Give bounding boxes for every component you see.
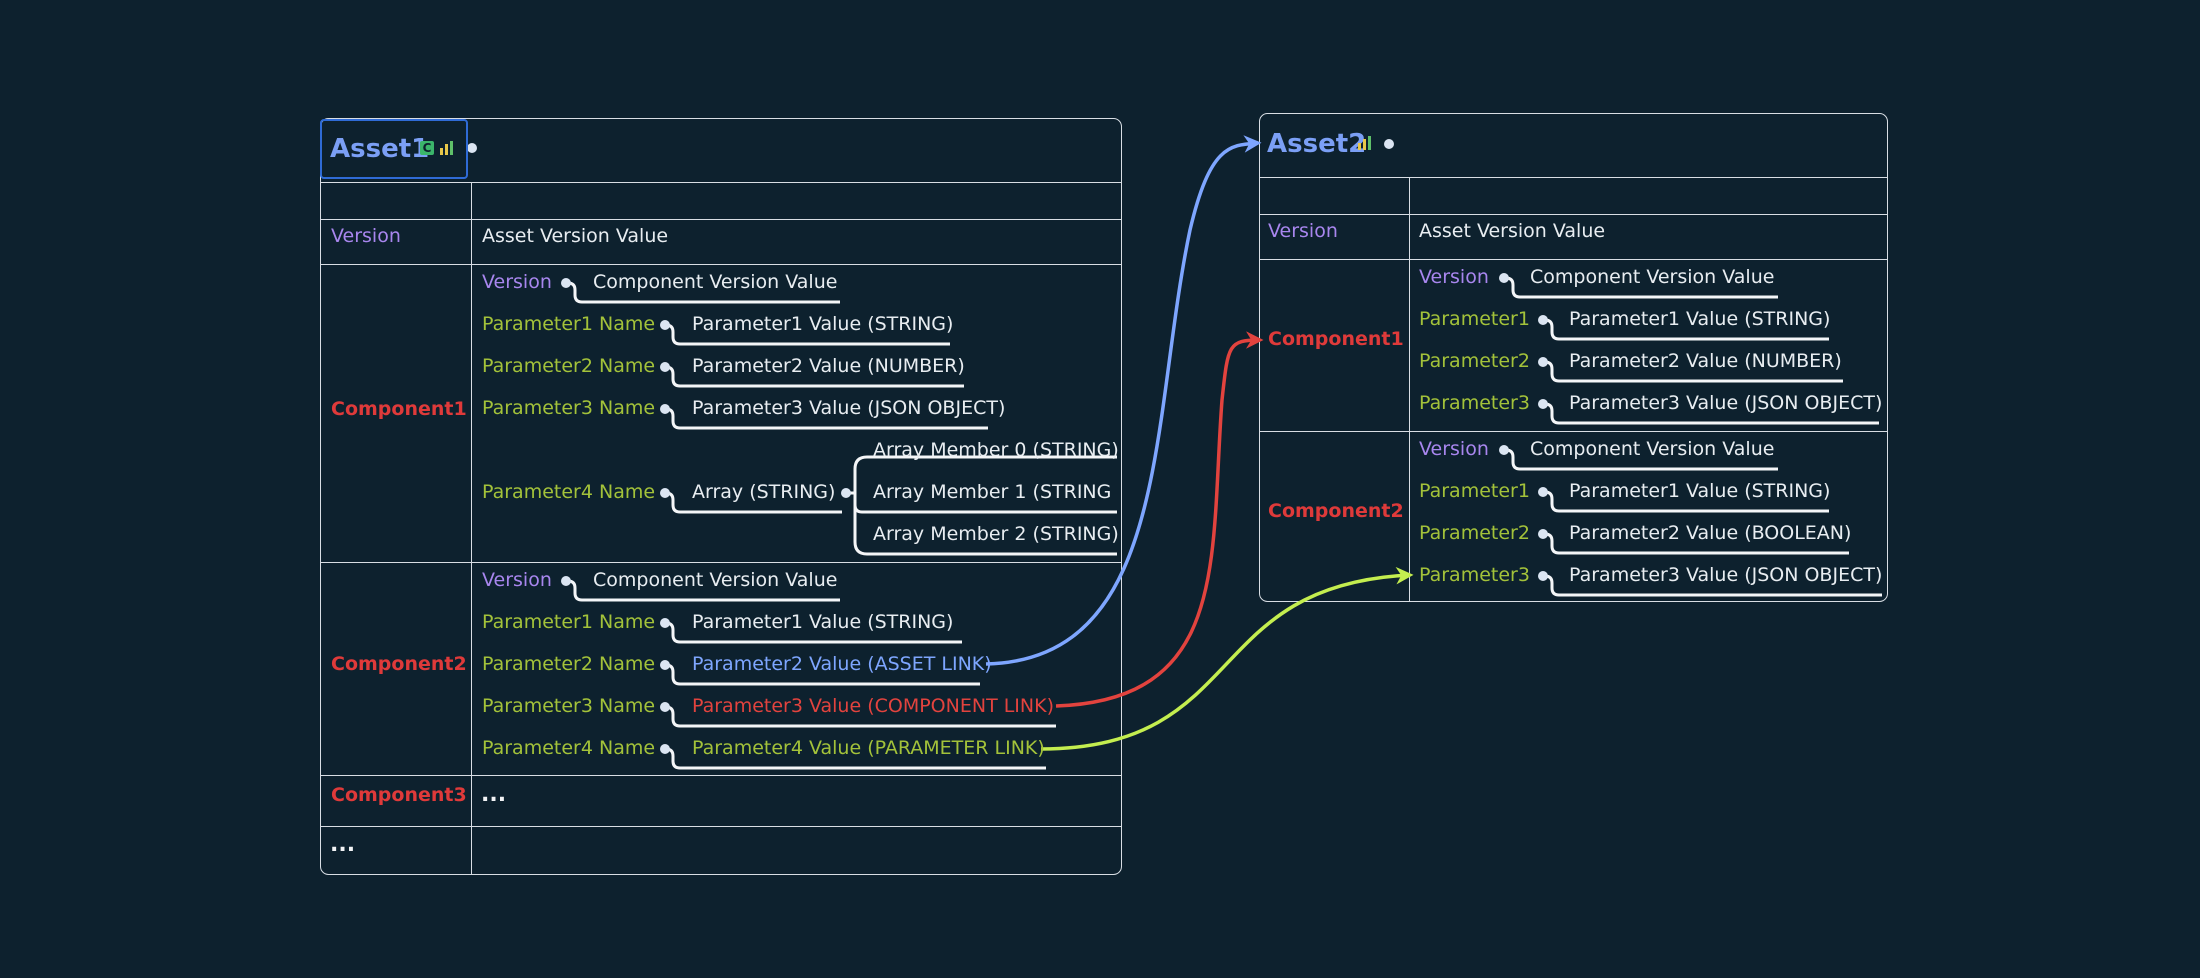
asset2-table-grid <box>1259 113 1888 602</box>
a1c1-param4-label: Parameter4 Name <box>482 481 656 503</box>
asset1-version-label: Version <box>331 225 401 247</box>
asset2-version-label: Version <box>1268 220 1338 242</box>
asset2-component1-label[interactable]: Component1 <box>1268 328 1404 350</box>
a1c1-version-value[interactable]: Component Version Value <box>593 271 838 293</box>
a1c1-param2-label: Parameter2 Name <box>482 355 656 377</box>
a1c2-version-label: Version <box>482 569 552 591</box>
a2c2-param3-label: Parameter3 <box>1419 564 1530 586</box>
a2c2-version-label: Version <box>1419 438 1489 460</box>
array-member-0[interactable]: Array Member 0 (STRING) <box>873 439 1119 461</box>
array-member-1[interactable]: Array Member 1 (STRING <box>873 481 1112 503</box>
a1c2-version-value[interactable]: Component Version Value <box>593 569 838 591</box>
asset1-version-value[interactable]: Asset Version Value <box>482 225 669 247</box>
a2c1-version-value[interactable]: Component Version Value <box>1530 266 1775 288</box>
array-member-2[interactable]: Array Member 2 (STRING) <box>873 523 1119 545</box>
a1c1-param4-value[interactable]: Array (STRING) <box>692 481 836 503</box>
a1c2-param1-value[interactable]: Parameter1 Value (STRING) <box>692 611 954 633</box>
a1c1-param1-label: Parameter1 Name <box>482 313 656 335</box>
a2c1-param1-value[interactable]: Parameter1 Value (STRING) <box>1569 308 1831 330</box>
a1c2-param2-value[interactable]: Parameter2 Value (ASSET LINK) <box>692 653 992 675</box>
asset1-title[interactable]: Asset1 <box>330 134 430 164</box>
asset2-component2-label[interactable]: Component2 <box>1268 500 1404 522</box>
chart-icon <box>440 141 453 155</box>
a2c1-param2-label: Parameter2 <box>1419 350 1530 372</box>
asset1-component1-label[interactable]: Component1 <box>331 398 467 420</box>
a2c1-version-label: Version <box>1419 266 1489 288</box>
asset-link-curve <box>985 135 1262 666</box>
a1c1-param2-value[interactable]: Parameter2 Value (NUMBER) <box>692 355 965 377</box>
a2c2-param2-value[interactable]: Parameter2 Value (BOOLEAN) <box>1569 522 1852 544</box>
a1c2-param3-value[interactable]: Parameter3 Value (COMPONENT LINK) <box>692 695 1054 717</box>
component-badge-icon: C <box>420 141 434 155</box>
more-components-ellipsis: ... <box>330 832 356 857</box>
a2c2-param1-label: Parameter1 <box>1419 480 1530 502</box>
a2c1-param3-value[interactable]: Parameter3 Value (JSON OBJECT) <box>1569 392 1883 414</box>
a2c2-param2-label: Parameter2 <box>1419 522 1530 544</box>
a1c1-param1-value[interactable]: Parameter1 Value (STRING) <box>692 313 954 335</box>
parameter-link-curve <box>1040 566 1414 751</box>
component-link-curve <box>1055 331 1264 708</box>
a1c2-param1-label: Parameter1 Name <box>482 611 656 633</box>
asset1-value-connectors <box>567 281 1117 770</box>
chart-icon <box>1358 136 1371 150</box>
a1c1-param3-label: Parameter3 Name <box>482 397 656 419</box>
a1c2-param3-label: Parameter3 Name <box>482 695 656 717</box>
asset2-title[interactable]: Asset2 <box>1267 129 1367 159</box>
component3-ellipsis: ... <box>481 782 507 807</box>
a2c2-param1-value[interactable]: Parameter1 Value (STRING) <box>1569 480 1831 502</box>
asset1-table-grid <box>320 118 1122 875</box>
connector-dots <box>467 139 1548 754</box>
a1c2-param2-label: Parameter2 Name <box>482 653 656 675</box>
a1c1-version-label: Version <box>482 271 552 293</box>
a2c2-param3-value[interactable]: Parameter3 Value (JSON OBJECT) <box>1569 564 1883 586</box>
a2c2-version-value[interactable]: Component Version Value <box>1530 438 1775 460</box>
asset1-title-selection[interactable] <box>320 119 468 179</box>
asset1-component2-label[interactable]: Component2 <box>331 653 467 675</box>
asset1-component3-label[interactable]: Component3 <box>331 784 467 806</box>
asset2-version-value[interactable]: Asset Version Value <box>1419 220 1606 242</box>
a2c1-param3-label: Parameter3 <box>1419 392 1530 414</box>
a1c2-param4-value[interactable]: Parameter4 Value (PARAMETER LINK) <box>692 737 1045 759</box>
a2c1-param2-value[interactable]: Parameter2 Value (NUMBER) <box>1569 350 1842 372</box>
asset2-value-connectors <box>1505 276 1882 597</box>
a1c2-param4-label: Parameter4 Name <box>482 737 656 759</box>
a1c1-param3-value[interactable]: Parameter3 Value (JSON OBJECT) <box>692 397 1006 419</box>
a2c1-param1-label: Parameter1 <box>1419 308 1530 330</box>
